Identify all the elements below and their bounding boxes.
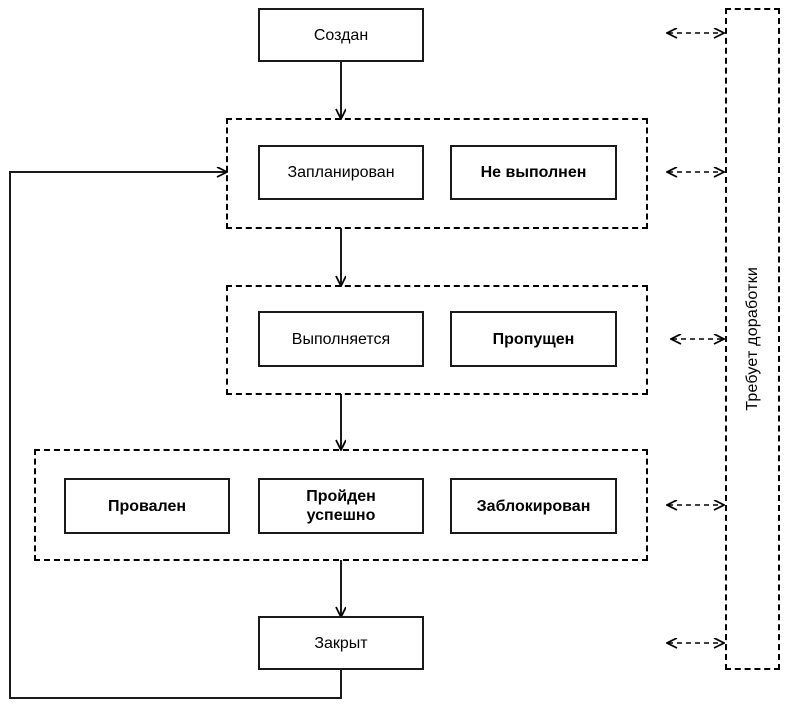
node-closed[interactable]: Закрыт (258, 616, 424, 670)
node-rework-panel[interactable]: Требует доработки (725, 8, 780, 670)
node-in-progress-label: Выполняется (291, 330, 391, 348)
node-created[interactable]: Создан (258, 8, 424, 62)
node-blocked-label: Заблокирован (476, 497, 591, 515)
node-in-progress[interactable]: Выполняется (258, 311, 424, 367)
node-failed[interactable]: Провален (64, 478, 230, 534)
group-in-progress (226, 285, 648, 395)
node-planned[interactable]: Запланирован (258, 145, 424, 200)
node-passed-label: Пройден успешно (306, 488, 376, 524)
group-planned (226, 118, 648, 229)
node-planned-label: Запланирован (287, 164, 395, 181)
node-passed[interactable]: Пройден успешно (258, 478, 424, 534)
node-failed-label: Провален (107, 497, 187, 515)
node-not-executed-label: Не выполнен (480, 164, 587, 181)
node-closed-label: Закрыт (314, 634, 368, 652)
node-rework-panel-label: Требует доработки (743, 267, 761, 411)
node-blocked[interactable]: Заблокирован (450, 478, 617, 534)
node-skipped[interactable]: Пропущен (450, 311, 617, 367)
node-created-label: Создан (313, 26, 369, 44)
group-results (34, 449, 648, 561)
node-not-executed[interactable]: Не выполнен (450, 145, 617, 200)
node-skipped-label: Пропущен (492, 330, 575, 348)
